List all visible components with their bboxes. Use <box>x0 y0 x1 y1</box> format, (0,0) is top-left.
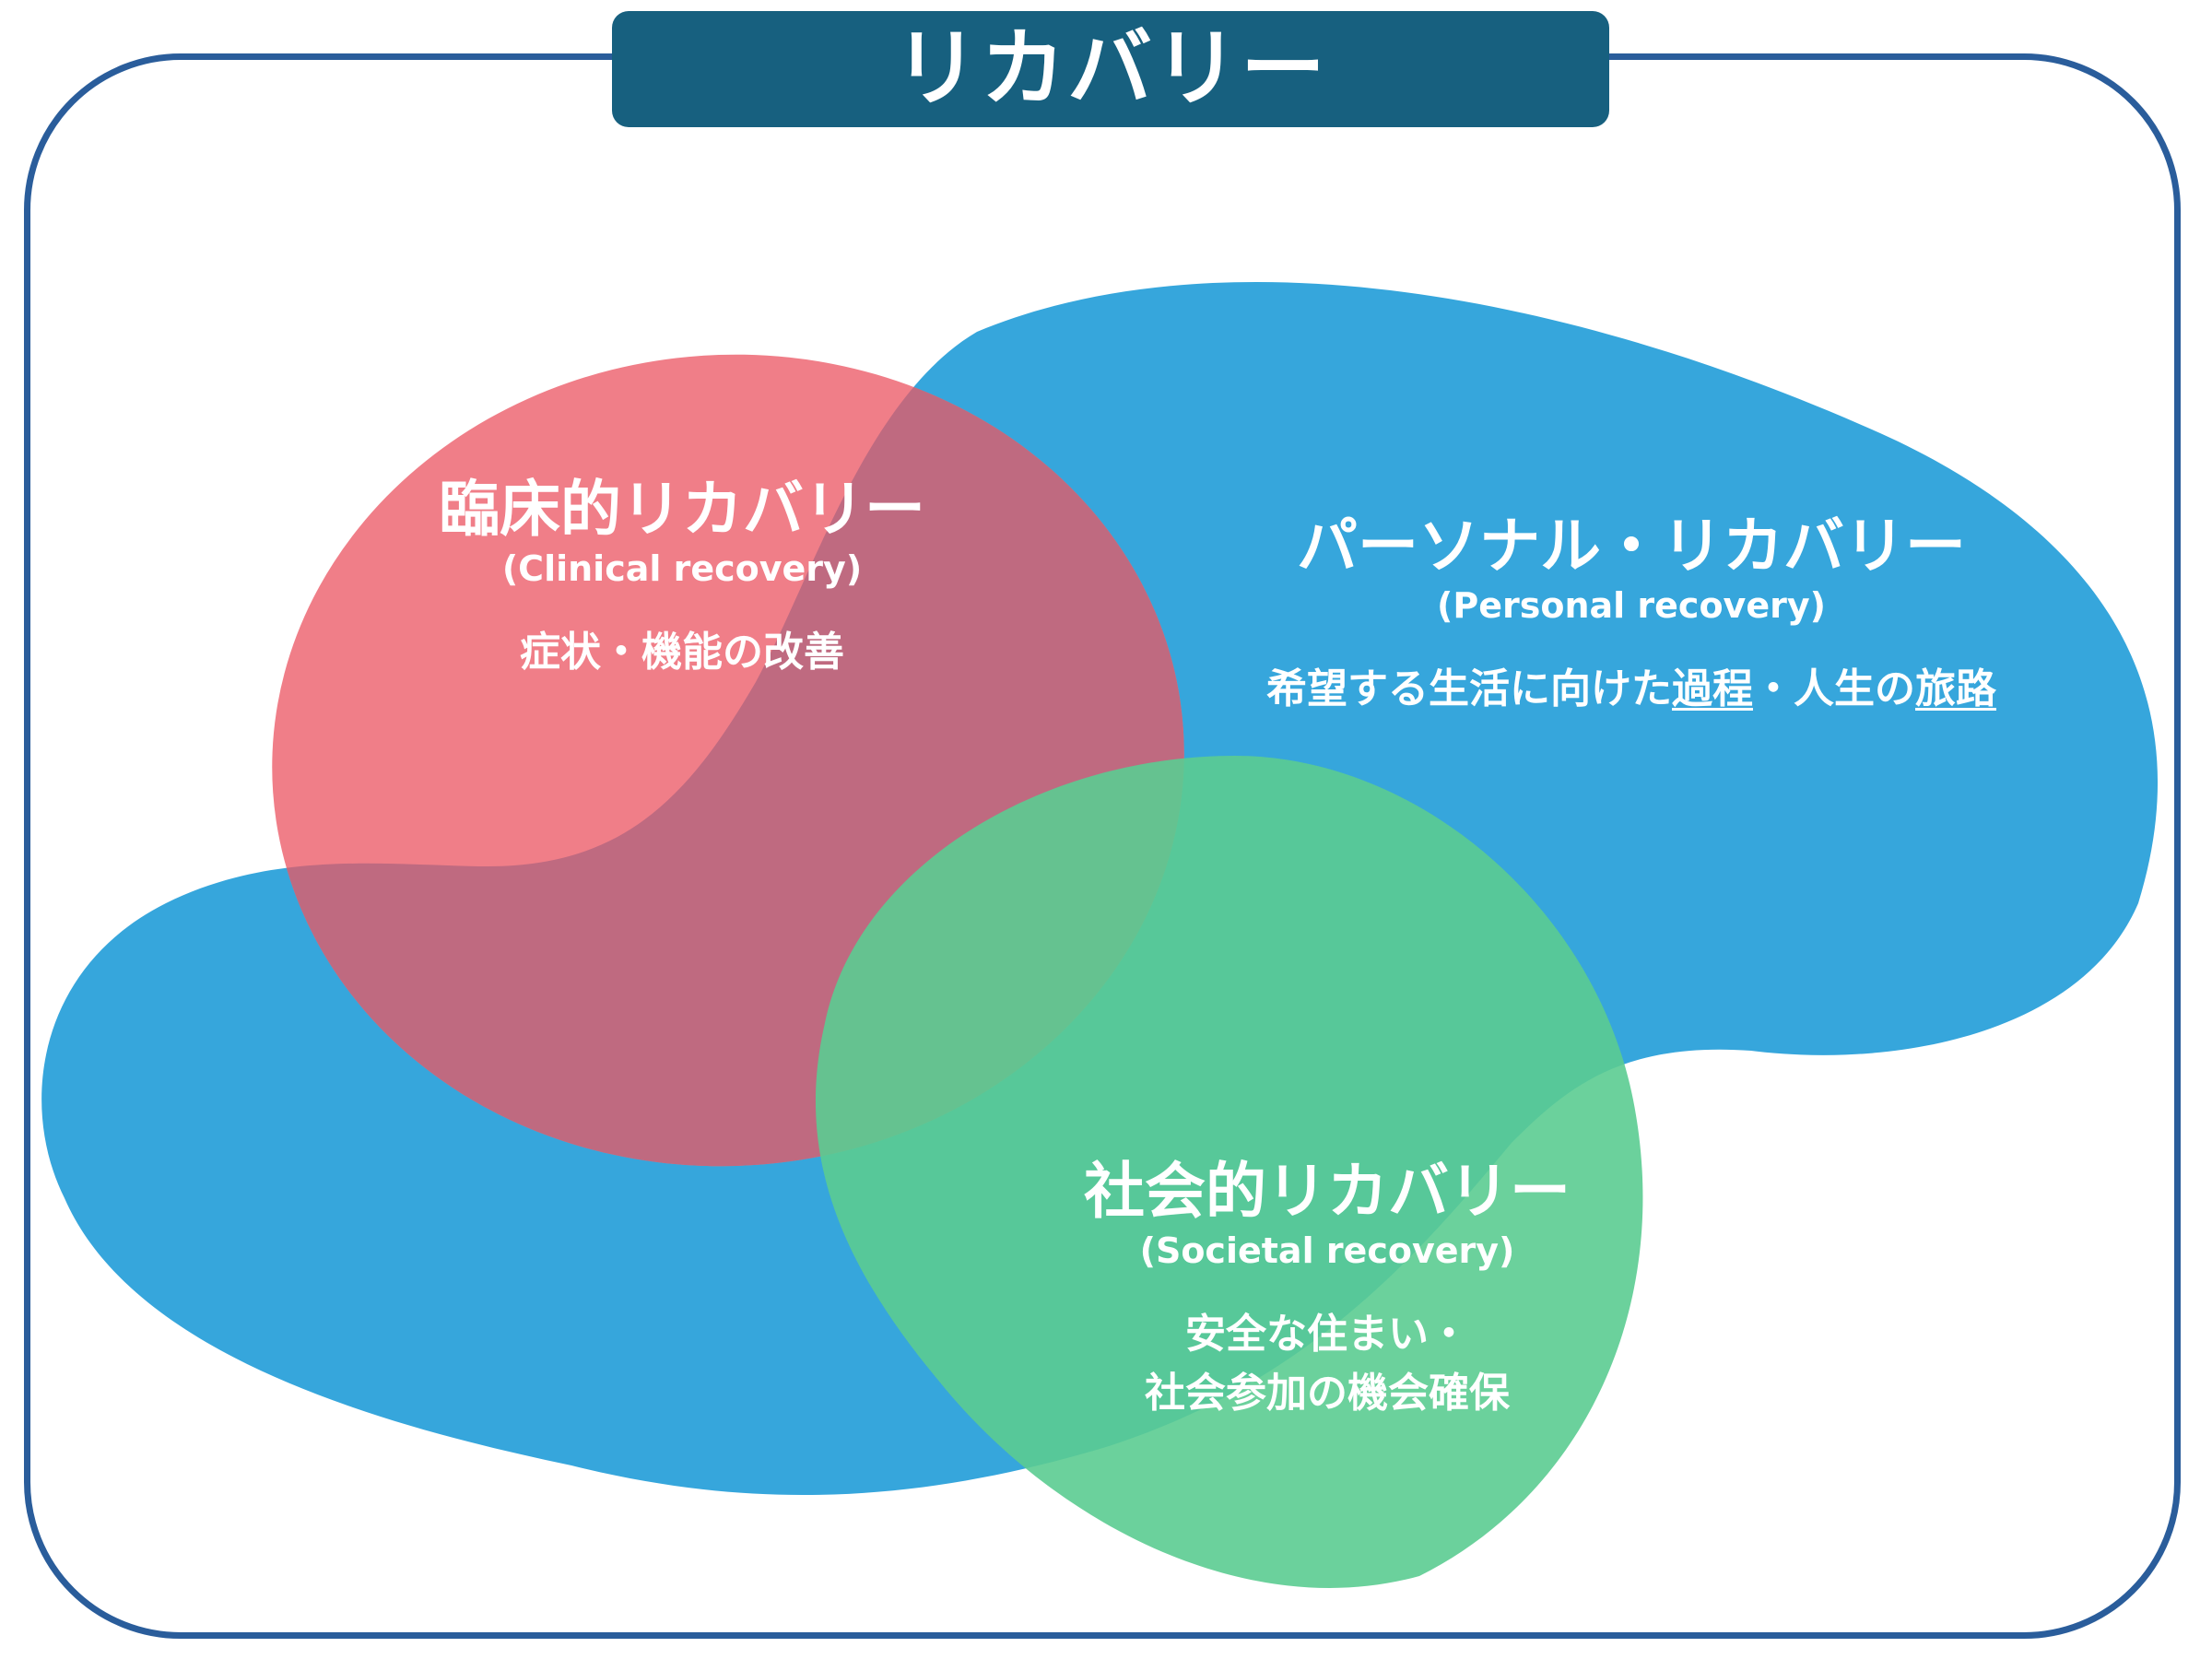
societal-recovery-blob <box>815 756 1643 1588</box>
clinical-recovery-english: (Clinical recovery) <box>501 547 863 589</box>
societal-desc-line1: 安全な住まい・ <box>1185 1311 1469 1359</box>
societal-recovery-name: 社会的リカバリー <box>1084 1156 1571 1227</box>
societal-recovery-english: (Societal recovery) <box>1139 1230 1515 1271</box>
personal-recovery-english: (Personal recovery) <box>1437 584 1826 626</box>
personal-desc-journey: 旅路 <box>1915 665 1996 713</box>
societal-recovery-description: 安全な住まい・ 社会参加の機会確保 <box>1051 1305 1604 1423</box>
personal-desc-part1: 希望する生活に向けた <box>1266 665 1672 713</box>
personal-recovery-name: パーソナル・リカバリー <box>1297 511 1966 582</box>
societal-desc-line2: 社会参加の機会確保 <box>1145 1370 1510 1418</box>
title-banner: リカバリー <box>612 11 1609 127</box>
societal-recovery-label: 社会的リカバリー (Societal recovery) 安全な住まい・ 社会参… <box>1051 1157 1604 1423</box>
personal-desc-process: 過程 <box>1672 665 1753 713</box>
personal-recovery-description: 希望する生活に向けた過程・人生の旅路 <box>1217 660 2046 719</box>
clinical-recovery-name: 臨床的リカバリー <box>439 474 925 545</box>
clinical-recovery-label: 臨床的リカバリー (Clinical recovery) 症状・機能の改善 <box>387 475 977 682</box>
personal-desc-part2: ・人生の <box>1753 665 1915 713</box>
personal-recovery-label: パーソナル・リカバリー (Personal recovery) 希望する生活に向… <box>1217 512 2046 719</box>
page-title: リカバリー <box>893 19 1327 118</box>
clinical-recovery-description: 症状・機能の改善 <box>520 629 844 677</box>
